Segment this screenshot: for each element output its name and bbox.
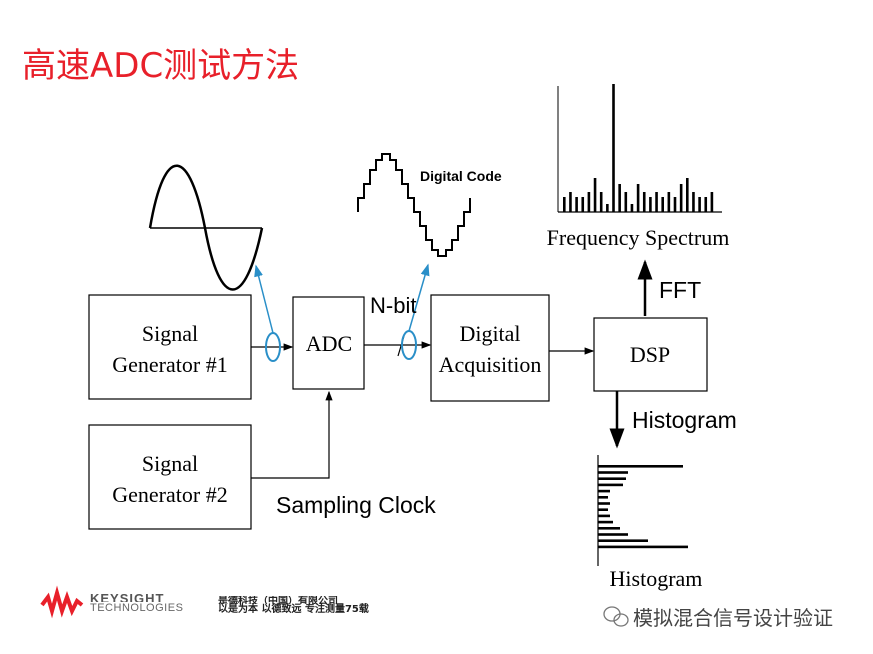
spectrum-bar (673, 197, 677, 212)
clock-to-adc-arrow (251, 390, 333, 479)
spectrum-bar (710, 192, 714, 212)
svg-text:Generator #2: Generator #2 (112, 482, 227, 507)
signal-generator-2-block: Signal Generator #2 (88, 424, 252, 530)
nbit-label: N-bit (370, 293, 416, 318)
spectrum-bar (587, 192, 591, 212)
spectrum-bar (704, 197, 708, 212)
svg-text:Digital: Digital (459, 321, 520, 346)
spectrum-bar (606, 204, 609, 212)
spectrum-bar (624, 192, 628, 212)
spectrum-bar (581, 197, 585, 212)
adc-block: ADC (292, 296, 365, 390)
spectrum-bar (686, 178, 689, 212)
company-name: 是德科技（中国）有限公司 (218, 596, 338, 604)
spectrum-bar (655, 192, 658, 212)
svg-text:Acquisition: Acquisition (439, 352, 542, 377)
spectrum-bar (630, 204, 634, 212)
svg-text:Signal: Signal (142, 321, 198, 346)
spectrum-bar (618, 184, 621, 212)
histogram-caption: Histogram (610, 566, 703, 591)
histogram-bar (598, 483, 623, 487)
spectrum-bar (667, 192, 671, 212)
svg-text:Generator #1: Generator #1 (112, 352, 227, 377)
frequency-spectrum-caption: Frequency Spectrum (547, 225, 730, 250)
histogram-bar (598, 520, 613, 524)
spectrum-bar (698, 197, 701, 212)
spectrum-bar (649, 197, 652, 212)
sampling-clock-label: Sampling Clock (276, 492, 436, 518)
spectrum-bar (599, 192, 603, 212)
spectrum-bar (636, 184, 640, 212)
spectrum-bar (569, 192, 572, 212)
histogram-bar (598, 539, 648, 542)
spectrum-bar (575, 197, 578, 212)
histogram-bar (598, 502, 610, 505)
histogram-bar (598, 533, 628, 536)
spectrum-bar (679, 184, 683, 212)
histogram-bar (598, 527, 620, 530)
spectrum-bar (661, 197, 664, 212)
histogram-bar (598, 489, 610, 493)
signal-generator-1-block: Signal Generator #1 (88, 294, 252, 400)
svg-text:ADC: ADC (306, 331, 352, 356)
histogram-arrow-label: Histogram (632, 407, 737, 433)
histogram-bar (598, 508, 608, 511)
svg-text:Signal: Signal (142, 451, 198, 476)
frequency-spectrum-plot (557, 84, 722, 213)
spectrum-bar (692, 192, 695, 212)
keysight-logo-icon (40, 585, 84, 619)
histogram-bar (598, 471, 628, 474)
spectrum-bar (612, 84, 615, 212)
watermark: 模拟混合信号设计验证 (633, 606, 833, 630)
svg-text:DSP: DSP (630, 342, 670, 367)
histogram-bar (598, 496, 608, 499)
spectrum-bar (642, 192, 646, 212)
histogram-bar (598, 477, 626, 480)
analog-sine-wave (148, 164, 264, 291)
histogram-bar (598, 514, 610, 518)
digital-code-label: Digital Code (420, 168, 502, 184)
spectrum-bar (563, 197, 566, 212)
slogan: 以是为本 以德致远 专注测量75载 (218, 604, 369, 615)
digital-acquisition-block: Digital Acquisition (430, 294, 550, 402)
histogram-bar (598, 545, 688, 549)
footer-company: 是德科技（中国）有限公司 以是为本 以德致远 专注测量75载 (218, 596, 369, 616)
histogram-bar (598, 465, 683, 468)
fft-label: FFT (659, 277, 701, 303)
histogram-plot (597, 455, 688, 566)
digital-code-staircase (357, 153, 471, 257)
slide-title: 高速ADC测试方法 (22, 46, 300, 86)
dsp-block: DSP (593, 317, 708, 392)
wechat-icon (603, 606, 629, 627)
spectrum-bar (593, 178, 597, 212)
keysight-logo: KEYSIGHT TECHNOLOGIES (90, 593, 184, 614)
